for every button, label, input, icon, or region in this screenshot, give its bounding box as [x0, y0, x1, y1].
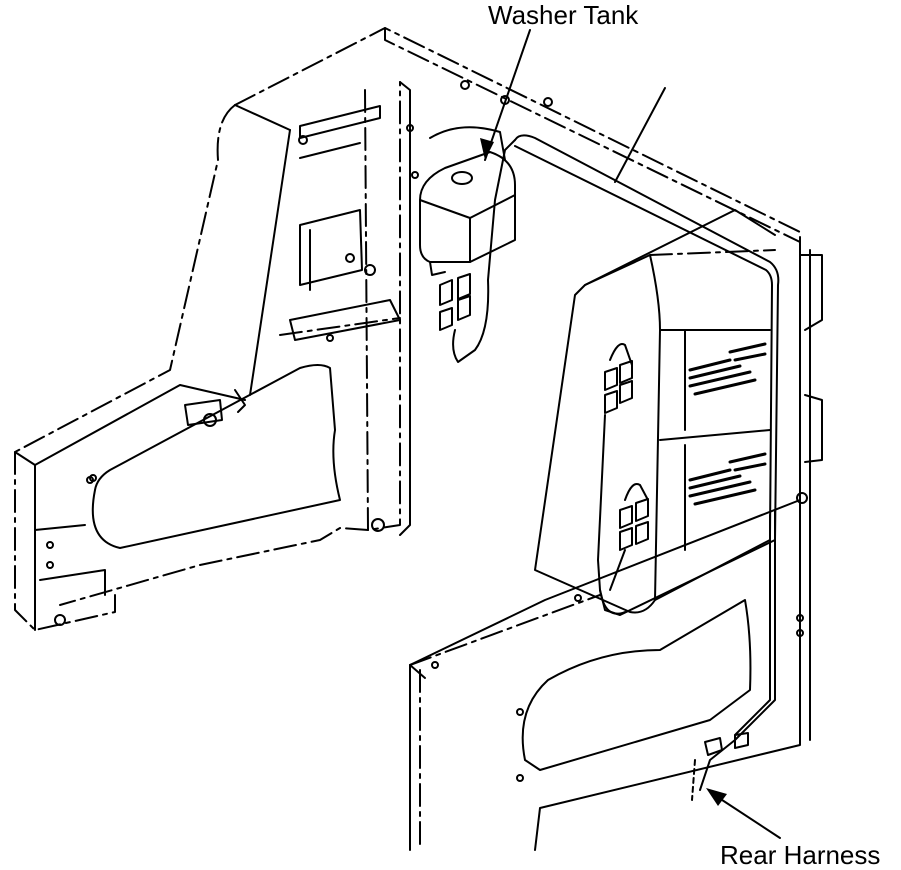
leader-lines: [484, 29, 781, 839]
controller-box: [534, 209, 776, 614]
harness-routing: [514, 134, 808, 791]
rear-harness-label: Rear Harness: [720, 840, 881, 870]
washer-tank: [419, 126, 516, 363]
arrowheads: [480, 138, 727, 806]
rear-harness-arrowhead: [706, 788, 727, 806]
left-panel: [14, 27, 801, 631]
right-side-panel: [409, 239, 823, 851]
washer-tank-arrowhead: [480, 138, 494, 160]
washer-tank-label: Washer Tank: [488, 0, 639, 30]
